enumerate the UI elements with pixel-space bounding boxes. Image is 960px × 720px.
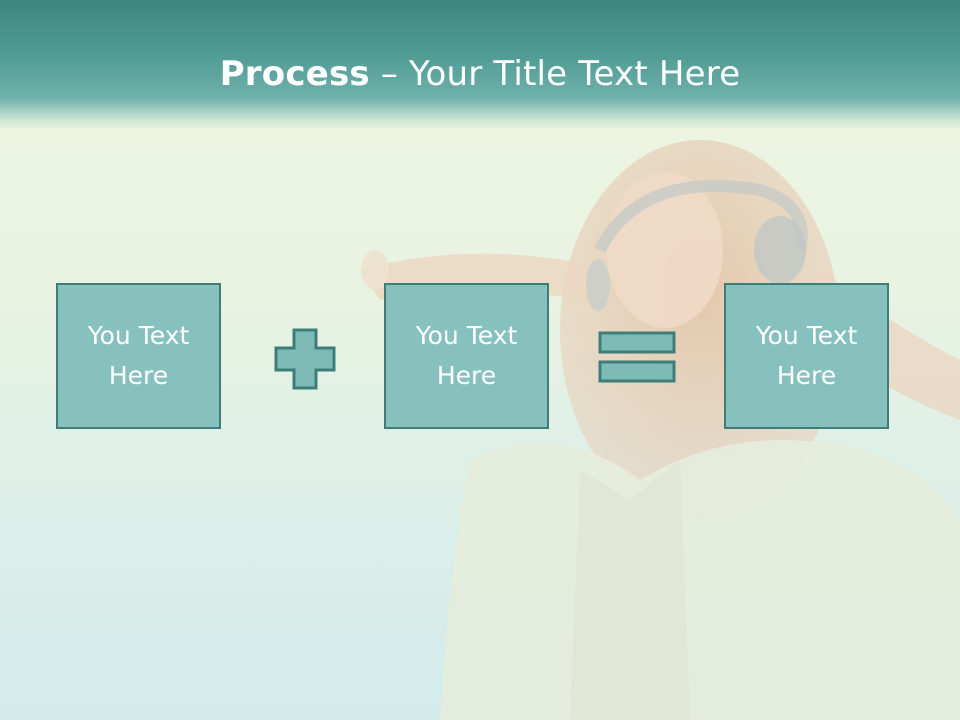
process-box-2-text: You Text Here: [415, 321, 518, 390]
title-rest-part: – Your Title Text Here: [369, 54, 741, 94]
process-box-3-text: You Text Here: [755, 321, 858, 390]
title-bold-part: Process: [219, 54, 370, 94]
title-bar: [0, 0, 960, 130]
plus-icon: [274, 328, 336, 390]
slide-title: Process – Your Title Text Here: [0, 52, 960, 96]
equals-icon: [598, 331, 676, 383]
process-box-3[interactable]: You Text Here: [724, 283, 889, 429]
process-box-2[interactable]: You Text Here: [384, 283, 549, 429]
process-box-1-text: You Text Here: [87, 321, 190, 390]
process-box-1[interactable]: You Text Here: [56, 283, 221, 429]
